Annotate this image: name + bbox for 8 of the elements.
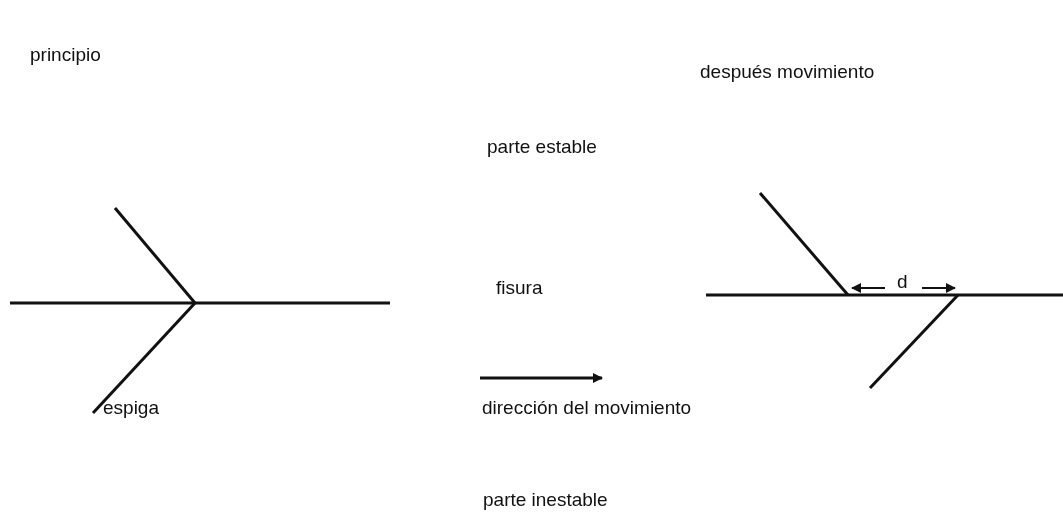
label-text: parte estable — [487, 137, 597, 158]
label-text: dirección del movimiento — [482, 398, 692, 419]
dimension-label: d — [897, 272, 908, 293]
heading-text: después movimiento — [700, 62, 875, 83]
label-text: espiga — [103, 398, 159, 419]
label-text: parte inestable — [483, 490, 608, 511]
label-text: fisura — [496, 278, 543, 299]
heading-text: principio — [30, 45, 101, 66]
